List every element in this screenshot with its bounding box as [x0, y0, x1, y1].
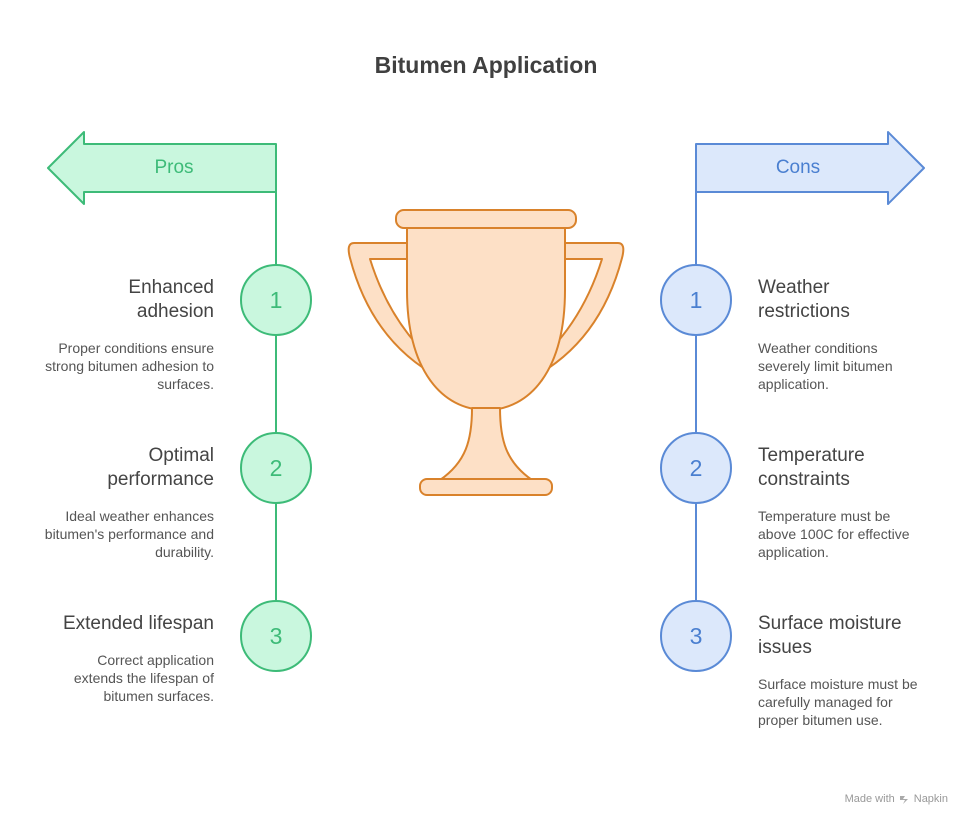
cons-item-title-2: Temperature constraints: [758, 445, 865, 490]
trophy-icon: [347, 209, 625, 496]
pros-circle-3: [240, 600, 312, 672]
pros-label: Pros: [154, 157, 194, 178]
made-with-napkin: Made with Napkin: [845, 793, 948, 805]
pros-number-1: 1: [269, 287, 283, 313]
cons-item-desc-2: Temperature must be above 100C for effec…: [758, 508, 910, 560]
cons-number-2: 2: [689, 455, 703, 481]
pros-item-title-1: Enhanced adhesion: [128, 277, 214, 322]
cons-circle-1: [660, 264, 732, 336]
cons-item-title-3: Surface moisture issues: [758, 613, 902, 658]
pros-circle-2: [240, 432, 312, 504]
pros-item-title-3: Extended lifespan: [62, 613, 214, 634]
napkin-brand-text: Napkin: [913, 793, 948, 805]
cons-circle-2: [660, 432, 732, 504]
cons-circle-3: [660, 600, 732, 672]
made-with-text: Made with: [844, 793, 895, 805]
pros-item-desc-3: Correct application extends the lifespan…: [73, 652, 214, 704]
cons-number-1: 1: [689, 287, 703, 313]
pros-item-desc-2: Ideal weather enhances bitumen's perform…: [44, 508, 214, 560]
cons-number-3: 3: [689, 623, 703, 649]
pros-arrow: [47, 131, 277, 205]
pros-number-2: 2: [269, 455, 283, 481]
page-title: Bitumen Application: [374, 52, 598, 78]
pros-circle-1: [240, 264, 312, 336]
cons-label: Cons: [775, 157, 821, 178]
cons-item-desc-1: Weather conditions severely limit bitume…: [758, 340, 893, 392]
pros-item-desc-1: Proper conditions ensure strong bitumen …: [45, 340, 214, 392]
pros-number-3: 3: [269, 623, 283, 649]
pros-item-title-2: Optimal performance: [107, 445, 214, 490]
napkin-logo-icon: [899, 794, 910, 805]
cons-item-title-1: Weather restrictions: [758, 277, 850, 322]
cons-arrow: [695, 131, 925, 205]
cons-item-desc-3: Surface moisture must be carefully manag…: [758, 676, 918, 728]
